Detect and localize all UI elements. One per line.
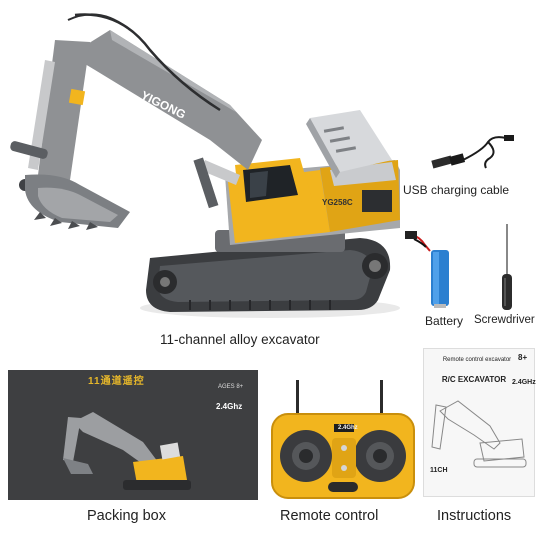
usb-caption: USB charging cable [403, 183, 510, 197]
instructions-title: R/C EXCAVATOR [441, 375, 507, 384]
instructions-channels: 11CH [430, 467, 448, 474]
box-ages: AGES 8+ [218, 384, 244, 390]
usb-cable-image [431, 135, 514, 169]
excavator-boom: YIGONG [70, 30, 262, 209]
packing-box-caption: Packing box [87, 508, 166, 524]
instructions-caption: Instructions [437, 508, 512, 524]
model-label: YG258C [322, 198, 353, 207]
box-frequency: 2.4Ghz [216, 402, 243, 411]
instructions-frequency: 2.4GHz [512, 379, 536, 386]
screwdriver-image [502, 224, 512, 310]
instructions-subtitle: Remote control excavator [442, 357, 512, 363]
box-excavator-icon [63, 412, 191, 490]
remote-frequency-label: 2.4Ghz [338, 425, 358, 431]
excavator-stick [28, 13, 221, 180]
remote-control-image [271, 380, 415, 499]
screwdriver-caption: Screwdriver [474, 314, 535, 326]
excavator-image: YG258C YIGONG [10, 13, 400, 318]
excavator-control-unit [306, 110, 392, 178]
excavator-caption: 11-channel alloy excavator [160, 332, 320, 347]
remote-control-caption: Remote control [280, 508, 379, 524]
battery-caption: Battery [425, 314, 464, 328]
excavator-bucket [25, 174, 130, 230]
instructions-image: Remote control excavator 8+ R/C EXCAVATO… [423, 348, 536, 497]
box-chinese-title: 11通道遥控 [88, 376, 145, 387]
excavator-tracks [146, 238, 391, 312]
instructions-ages: 8+ [518, 353, 528, 362]
battery-image [405, 231, 449, 308]
instructions-excavator-drawing [431, 400, 527, 468]
excavator-body: YG258C [225, 158, 400, 245]
packing-box-image: 11通道遥控 AGES 8+ 2.4Ghz [8, 370, 258, 500]
